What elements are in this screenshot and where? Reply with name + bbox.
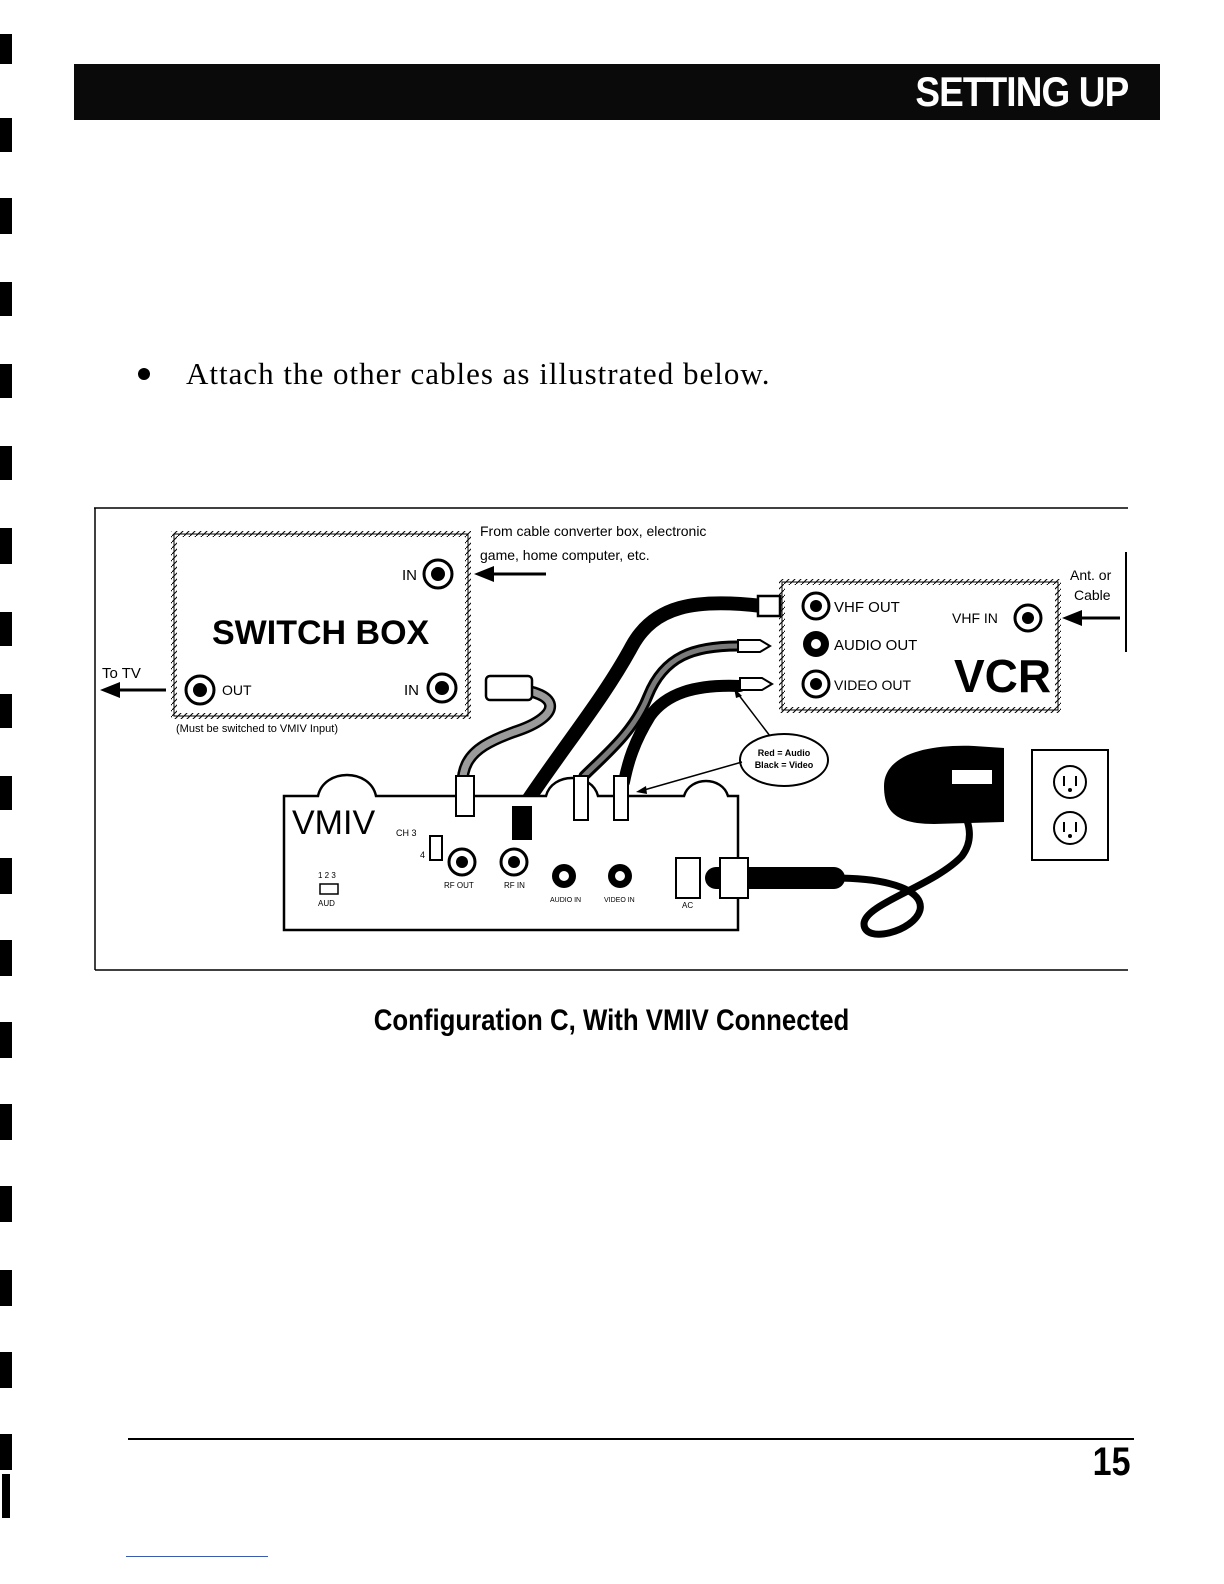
vcr-video-out-label: VIDEO OUT bbox=[834, 677, 911, 693]
to-tv-label: To TV bbox=[102, 665, 141, 682]
switch-box-in-top-label: IN bbox=[402, 567, 417, 584]
figure-caption-text: Configuration C, With VMIV Connected bbox=[374, 1004, 850, 1037]
vmiv-ac-jack bbox=[675, 857, 701, 899]
source-note-line2: game, home computer, etc. bbox=[480, 547, 650, 563]
switch-box-in-bottom-label: IN bbox=[404, 682, 419, 699]
page-number: 15 bbox=[1092, 1440, 1130, 1484]
switch-box-note: (Must be switched to VMIV Input) bbox=[176, 723, 338, 735]
vmiv-aud-numbers: 1 2 3 bbox=[318, 871, 336, 880]
vcr-audio-out-jack bbox=[803, 631, 829, 657]
to-tv-arrow bbox=[100, 682, 166, 698]
section-title: SETTING UP bbox=[915, 68, 1129, 115]
section-header-bar: SETTING UP bbox=[74, 64, 1160, 120]
antenna-label-line1: Ant. or bbox=[1070, 567, 1112, 583]
vmiv-title: VMIV bbox=[292, 804, 375, 842]
switch-box-out-jack bbox=[184, 674, 216, 706]
vmiv-ch4-label: 4 bbox=[420, 850, 425, 860]
source-arrow bbox=[474, 566, 546, 582]
vmiv-unit: VMIV CH 3 4 1 2 3 AUD RF OUT RF IN AUDIO… bbox=[282, 773, 740, 932]
switch-box-in-top-jack bbox=[422, 558, 454, 590]
switch-box-out-label: OUT bbox=[222, 682, 252, 698]
vcr-title: VCR bbox=[954, 650, 1051, 702]
vcr-audio-out-label: AUDIO OUT bbox=[834, 637, 917, 654]
antenna-arrow bbox=[1062, 610, 1120, 626]
vmiv-ac-label: AC bbox=[682, 901, 693, 910]
wall-outlet-icon bbox=[1031, 749, 1109, 861]
vmiv-audio-in-jack bbox=[552, 864, 576, 888]
figure-caption: Configuration C, With VMIV Connected bbox=[0, 1004, 1224, 1038]
cable-note-line2: Black = Video bbox=[755, 760, 814, 770]
vcr-video-out-jack bbox=[801, 669, 831, 699]
cables bbox=[456, 594, 782, 824]
switch-box-title: SWITCH BOX bbox=[212, 614, 430, 652]
vmiv-channel-switch[interactable] bbox=[429, 835, 443, 861]
vmiv-aud-label: AUD bbox=[318, 899, 335, 908]
spiral-binding-marks bbox=[0, 0, 14, 1584]
vmiv-video-in-label: VIDEO IN bbox=[604, 897, 635, 904]
vcr-vhf-in-label: VHF IN bbox=[952, 610, 998, 626]
vmiv-aud-switch[interactable] bbox=[319, 883, 339, 895]
instruction-text: Attach the other cables as illustrated b… bbox=[186, 356, 771, 391]
vcr-vhf-out-label: VHF OUT bbox=[834, 599, 900, 616]
vmiv-rf-in-label: RF IN bbox=[504, 881, 525, 890]
cable-note-line1: Red = Audio bbox=[758, 748, 811, 758]
cable-color-note: Red = Audio Black = Video bbox=[636, 688, 829, 794]
vcr-vhf-out-jack bbox=[801, 591, 831, 621]
scan-mark bbox=[126, 1556, 268, 1557]
vmiv-video-in-jack bbox=[608, 864, 632, 888]
vmiv-rf-out-label: RF OUT bbox=[444, 881, 474, 890]
vmiv-ch-label: CH 3 bbox=[396, 828, 417, 838]
switch-box-in-bottom-jack bbox=[426, 672, 458, 704]
source-note-line1: From cable converter box, electronic bbox=[480, 523, 706, 539]
vmiv-rf-in-jack bbox=[499, 847, 529, 877]
vmiv-audio-in-label: AUDIO IN bbox=[550, 897, 581, 904]
switch-box: SWITCH BOX IN IN OUT (Must be switched t… bbox=[171, 531, 471, 735]
vmiv-rf-out-jack bbox=[447, 847, 477, 877]
connection-diagram: SWITCH BOX IN IN OUT (Must be switched t… bbox=[94, 507, 1128, 971]
ac-adapter bbox=[705, 745, 1004, 938]
antenna-label-line2: Cable bbox=[1074, 587, 1111, 603]
vcr-vhf-in-jack bbox=[1013, 603, 1043, 633]
vcr-unit: VCR VHF OUT AUDIO OUT VIDEO OUT VHF IN bbox=[779, 579, 1061, 713]
instruction-item: Attach the other cables as illustrated b… bbox=[138, 356, 770, 392]
footer-rule bbox=[128, 1438, 1134, 1440]
bullet-icon bbox=[138, 368, 150, 380]
